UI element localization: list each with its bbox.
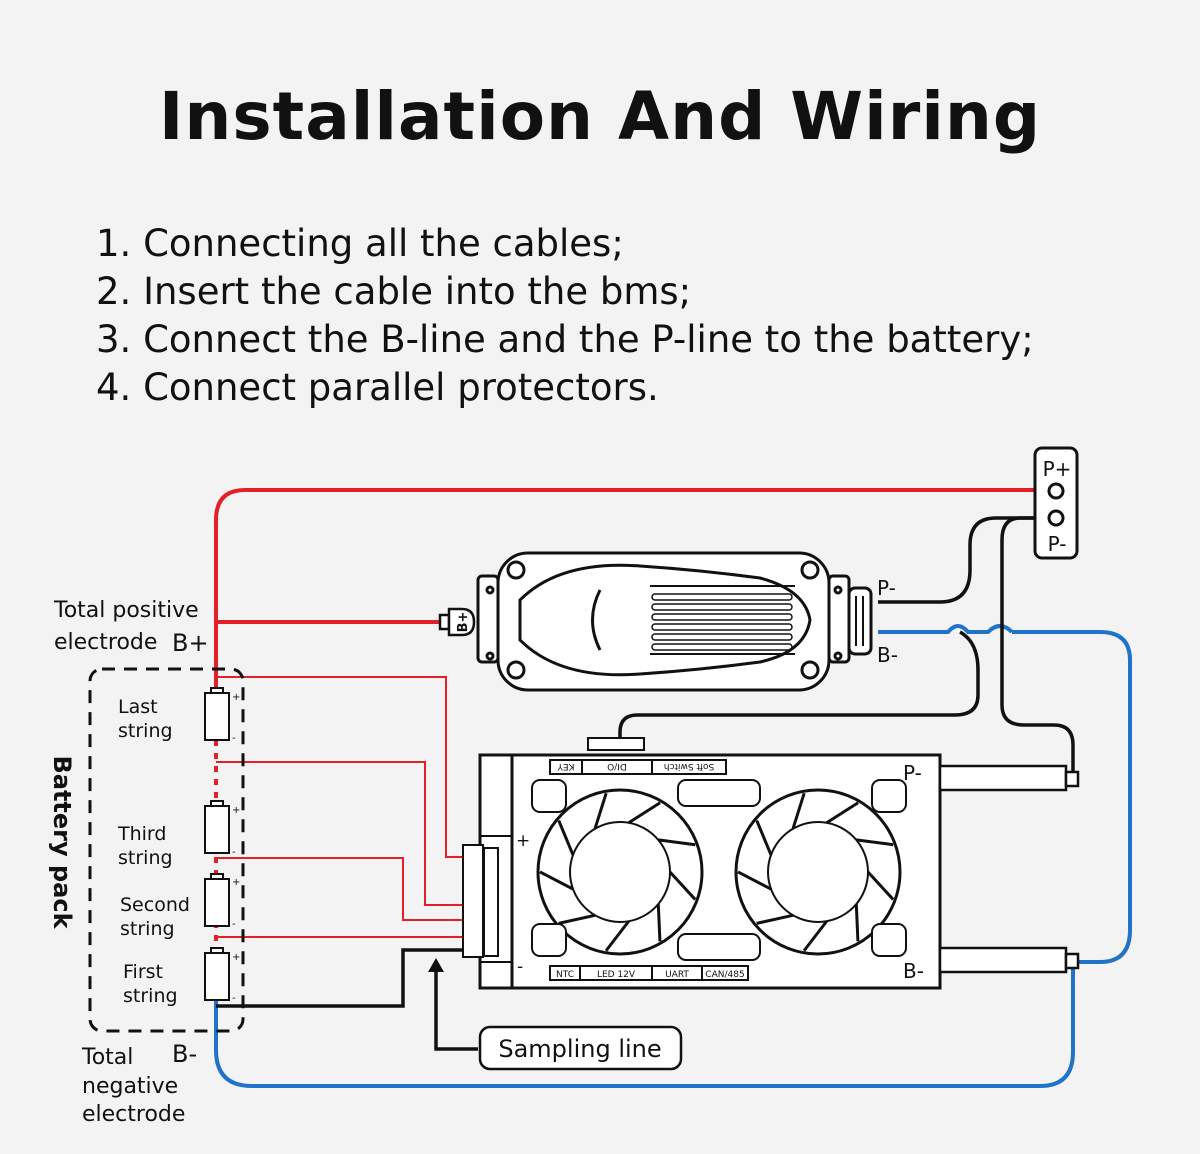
bms-plus-label: + [516,831,530,851]
parallel-protector [476,551,873,692]
page-title: Installation And Wiring [158,78,1042,155]
total-negative-label-line1: Total [81,1045,133,1070]
total-negative-label-line3: electrode [82,1102,185,1127]
terminal-block [1033,446,1079,560]
total-positive-label-line1: Total positive [53,598,199,623]
fan-blade [658,838,696,847]
bms-port-dio: DI/O [607,761,627,771]
fan-blade [593,792,608,830]
fan-blade [737,870,772,891]
negative-wires [214,624,1132,1088]
fan-blade [791,792,806,830]
fan-blades [539,792,697,952]
protector-b-plus-label: B+ [456,612,471,633]
total-positive-terminal: B+ [172,629,209,657]
cell-plus-label: + [232,805,240,816]
terminal-p-minus-label: P- [1048,532,1067,556]
total-negative-label-line2: negative [82,1074,178,1099]
instruction-step: 1. Connecting all the cables; [96,222,624,265]
bms-minus-label: - [517,957,523,977]
black-wires [216,516,1075,1051]
bms-p-minus-label: P- [903,761,922,785]
bms-port-can: CAN/485 [705,970,744,980]
cell-plus-label: + [232,952,240,963]
cell-minus-label: - [232,733,236,744]
bms-terminal-posts [938,764,1080,974]
protector-grille [651,593,793,651]
sampling-wires [216,676,478,938]
instruction-step: 2. Insert the cable into the bms; [96,270,692,313]
sampling-arrow-head [428,958,444,972]
cell-minus-label: - [232,993,236,1004]
fan-blade [557,819,575,856]
fan-blade [856,838,894,847]
bms-heatsink-pads [531,779,907,961]
fan-blade [802,920,828,952]
fan-blade [825,801,859,825]
instruction-step: 4. Connect parallel protectors. [96,366,659,409]
bms-port-led: LED 12V [597,970,636,980]
protector-b-minus-label: B- [877,643,898,667]
fan-blade [539,870,574,891]
fan-blades [737,792,895,952]
terminal-p-plus-label: P+ [1043,457,1072,481]
battery-pack-outline [88,667,245,1033]
bms-top-port-strip [549,759,727,775]
fan-blade [668,870,697,901]
sampling-line-callout [478,1025,683,1071]
bms-bottom-port-strip [549,965,749,981]
protector-p-minus-label: P- [877,576,896,600]
bms-port-ntc: NTC [556,970,574,980]
total-negative-terminal: B- [172,1040,197,1068]
bms-port-soft-switch: Soft Switch [664,761,714,771]
sampling-line-label: Sampling line [498,1035,661,1063]
cell-plus-label: + [232,877,240,888]
cell-minus-label: - [232,919,236,930]
total-positive-label-line2: electrode [54,630,157,655]
battery-pack-label: Battery pack [48,755,76,929]
fan-blade [656,904,662,942]
fan-blade [558,913,596,925]
instruction-list: 1. Connecting all the cables; 2. Insert … [96,220,1034,412]
cell-minus-label: - [232,847,236,858]
positive-wires [214,488,1050,690]
battery-cells [204,687,230,1001]
bms-b-minus-label: B- [903,959,924,983]
fan-blade [627,801,661,825]
protector-b-plus-connector [438,607,476,637]
fan-blade [604,920,630,952]
fan-blade [854,904,860,942]
bms-port-uart: UART [665,970,689,980]
fan-blade [755,819,773,856]
fan-blade [756,913,794,925]
instruction-step: 3. Connect the B-line and the P-line to … [96,318,1034,361]
bms-port-key: KEY [557,761,575,771]
cell-plus-label: + [232,692,240,703]
fan-blade [866,870,895,901]
